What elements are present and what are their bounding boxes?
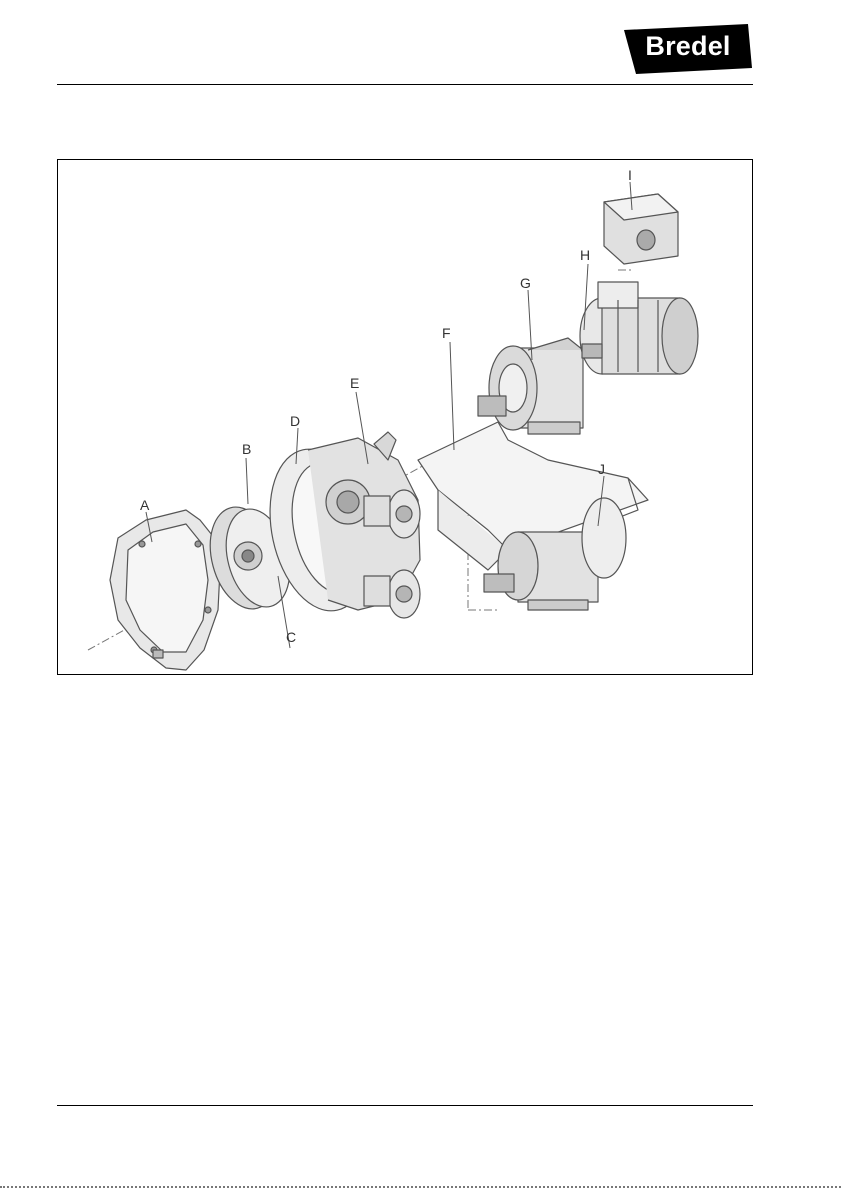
bredel-logo: Bredel [624,24,752,74]
exploded-view-figure: A B C D E F G H I J [57,159,753,675]
part-i-terminal-box [604,194,678,264]
part-a-front-cover [110,510,220,670]
label-a: A [140,497,150,513]
label-i: I [628,167,632,183]
label-f: F [442,325,451,341]
exploded-view-drawing: A B C D E F G H I J [58,160,754,676]
part-h-motor [580,282,698,374]
part-g-gearbox [478,338,583,434]
label-d: D [290,413,300,429]
label-g: G [520,275,531,291]
label-j: J [598,461,605,477]
label-h: H [580,247,590,263]
label-c: C [286,629,296,645]
label-e: E [350,375,359,391]
label-b: B [242,441,251,457]
logo-text: Bredel [624,24,752,68]
footer-rule [57,1105,753,1106]
header-rule [57,84,753,85]
page-edge-dotted-line [0,1186,841,1188]
